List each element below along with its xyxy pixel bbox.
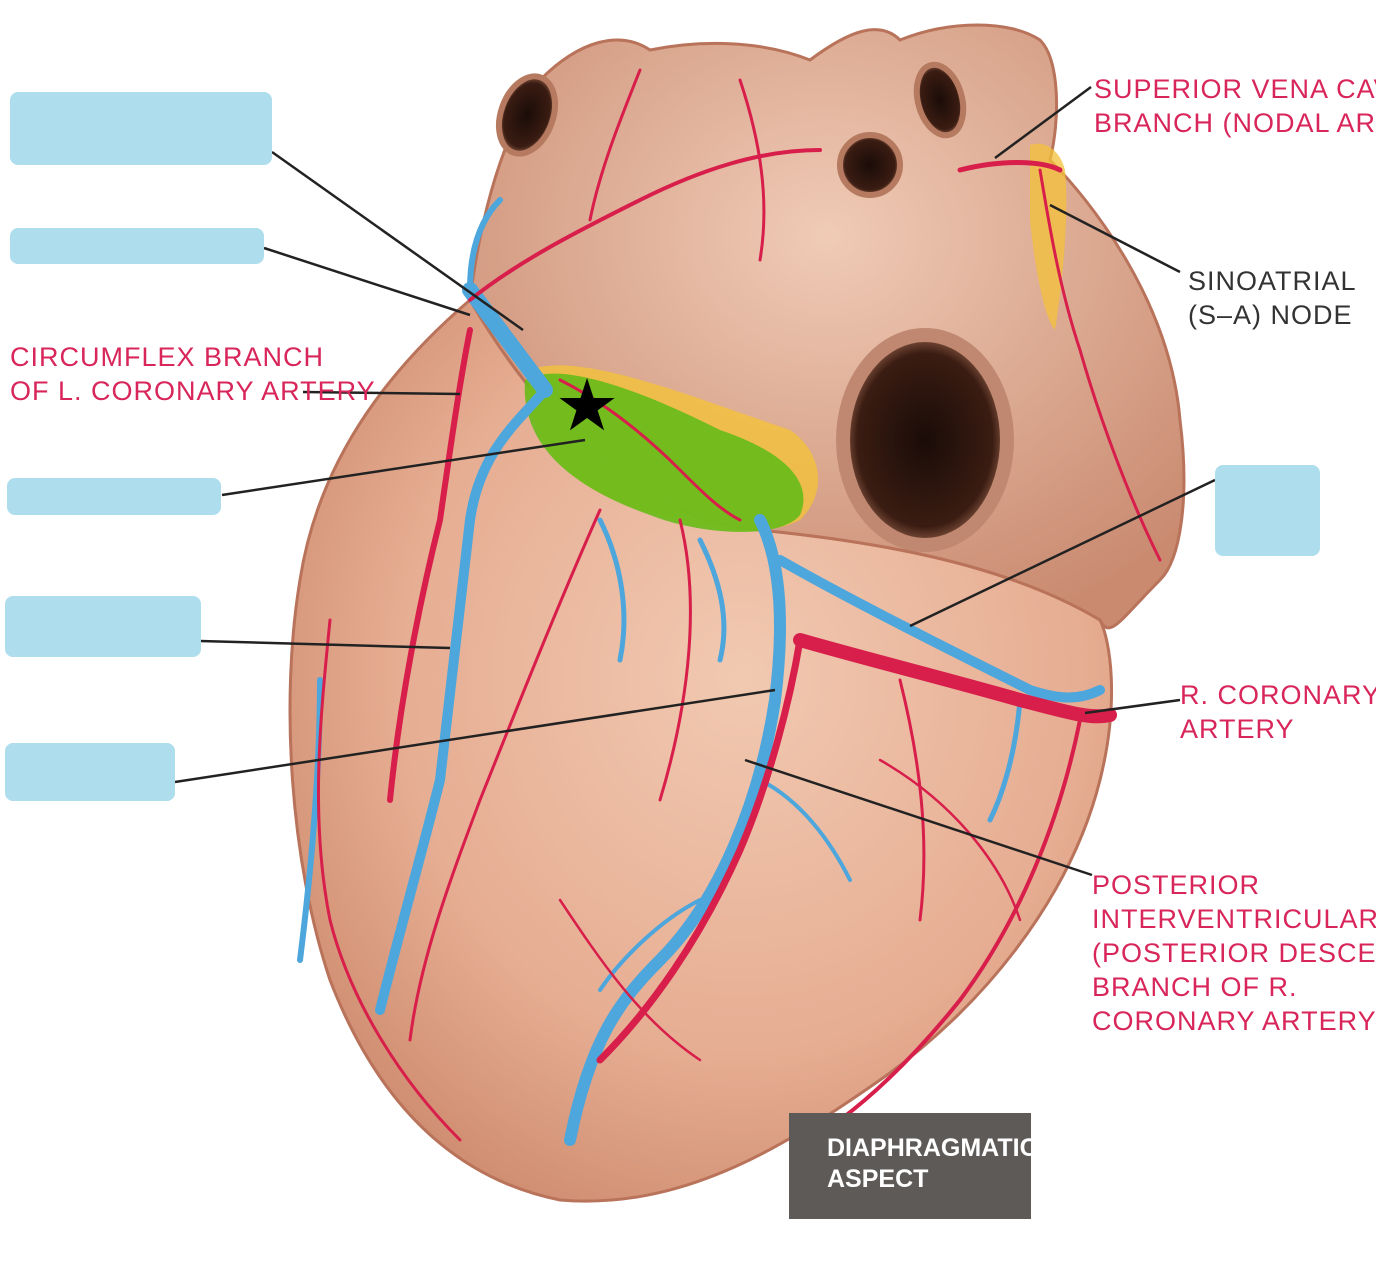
star-marker: ★ [555,363,620,447]
blank-label-box-6[interactable] [1215,465,1320,556]
blank-label-box-5[interactable] [5,743,175,801]
pulmonary-vein-opening-3 [837,132,903,198]
label-circumflex-branch: CIRCUMFLEX BRANCH OF L. CORONARY ARTERY [10,342,376,406]
cardiac-veins [297,197,1105,1146]
pulmonary-vein-opening-1 [495,73,559,157]
ivc-opening [836,328,1014,552]
blank-label-box-4[interactable] [5,596,201,657]
blank-label-box-1[interactable] [10,92,272,165]
sa-node-highlight [1030,143,1067,330]
diaphragmatic-aspect-caption: DIAPHRAGMATIC ASPECT [789,1113,1038,1219]
blank-label-box-2[interactable] [10,228,264,264]
label-posterior-interventricular-branch: POSTERIOR INTERVENTRICULAR (POSTERIOR DE… [1092,870,1376,1036]
coronary-arteries [316,68,1162,1142]
label-right-coronary-artery: R. CORONARY ARTERY [1180,680,1376,744]
pulmonary-vein-opening-2 [913,61,967,139]
leader-lines [174,85,1216,877]
blank-label-box-3[interactable] [7,478,221,515]
label-sinoatrial-node: SINOATRIAL (S–A) NODE [1188,266,1357,330]
label-superior-vena-caval-branch: SUPERIOR VENA CAVAL BRANCH (NODAL ARTERY… [1094,74,1376,138]
